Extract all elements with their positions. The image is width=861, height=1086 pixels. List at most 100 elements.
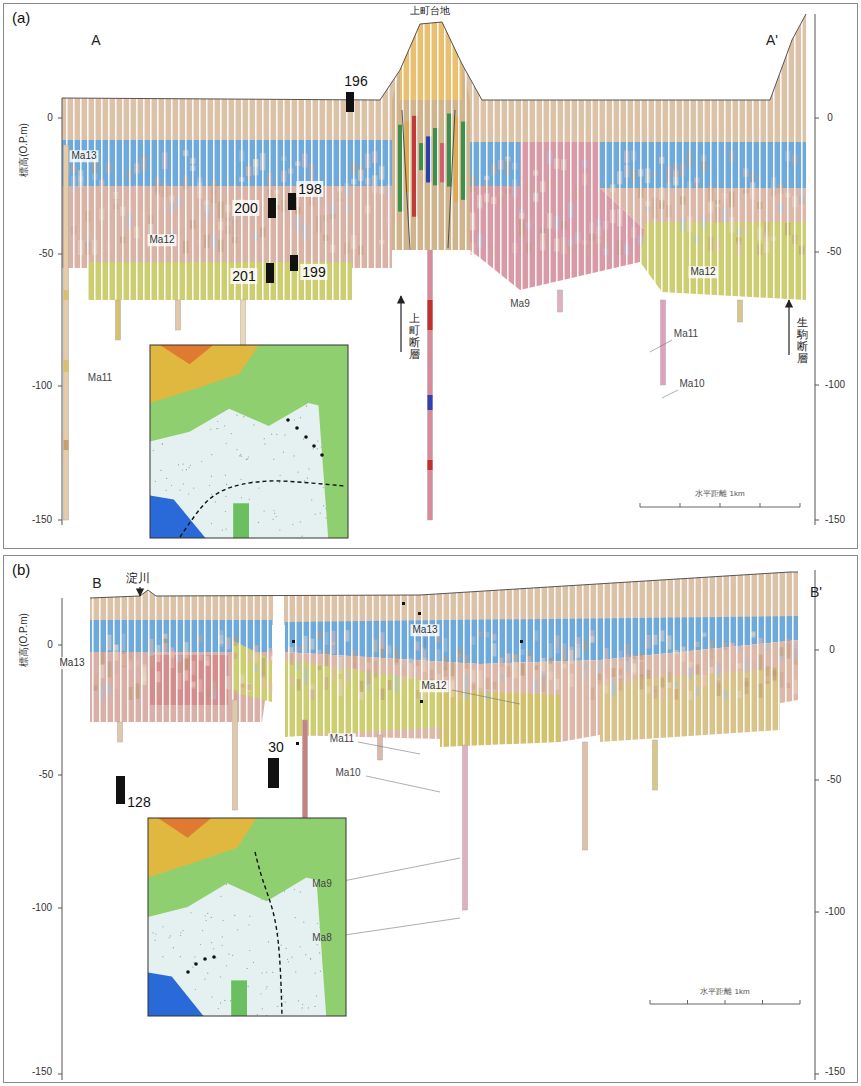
map-dot	[204, 979, 205, 980]
map-dot	[295, 971, 296, 972]
map-dot	[222, 529, 223, 530]
marker-dot	[296, 742, 299, 745]
map-dot	[317, 448, 318, 449]
map-dot	[305, 954, 306, 955]
borehole-gap	[514, 14, 516, 304]
map-dot	[226, 528, 227, 529]
borehole-gap	[155, 566, 157, 751]
figure-panel: (a)	[3, 3, 858, 549]
borehole-gap	[570, 14, 572, 304]
map-dot	[193, 487, 194, 488]
borehole-gap	[253, 566, 255, 751]
map-dot	[272, 519, 273, 520]
map-dot	[317, 944, 318, 945]
borehole-gap	[115, 14, 117, 304]
scale-tick	[650, 1000, 651, 1004]
borehole-gap	[533, 566, 535, 751]
map-dot	[224, 425, 225, 426]
map-dot	[220, 976, 221, 977]
borehole-gap	[577, 14, 579, 304]
borehole-gap	[372, 566, 374, 751]
borehole-gap	[701, 566, 703, 751]
clay-layer-ma13	[470, 142, 520, 186]
borehole-gap	[612, 14, 614, 304]
borehole-gap	[185, 14, 187, 304]
map-dot	[303, 438, 304, 439]
borehole-gap	[311, 14, 313, 304]
map-dot	[300, 417, 301, 418]
borehole-gap	[801, 14, 803, 304]
location-map	[148, 818, 346, 1016]
borehole-gap	[332, 14, 334, 304]
map-dot	[155, 933, 156, 934]
borehole-gap	[409, 14, 411, 304]
borehole-gap	[449, 566, 451, 751]
sample-bar	[268, 198, 276, 218]
borehole-gap	[136, 14, 138, 304]
borehole-gap	[395, 14, 397, 304]
map-dot	[171, 485, 172, 486]
borehole-gap	[500, 14, 502, 304]
borehole-point	[312, 444, 316, 448]
map-dot	[291, 957, 292, 958]
map-dot	[211, 454, 212, 455]
borehole-gap	[260, 566, 262, 751]
borehole-gap	[108, 14, 110, 304]
borehole-gap	[402, 14, 404, 304]
borehole-gap	[556, 14, 558, 304]
map-dot	[302, 1007, 303, 1008]
map-dot	[315, 973, 316, 974]
map-dot	[168, 937, 169, 938]
map-dot	[231, 433, 232, 434]
map-dot	[266, 988, 267, 989]
axis-tick	[58, 254, 62, 255]
map-dot	[192, 966, 193, 967]
section-a	[58, 14, 819, 538]
sample-number: 196	[342, 73, 369, 89]
map-dot	[325, 517, 326, 518]
borehole-point	[320, 453, 324, 457]
map-dot	[279, 529, 280, 530]
map-dot	[162, 956, 163, 957]
marker-dot	[520, 640, 523, 643]
borehole-gap	[773, 14, 775, 304]
map-dot	[222, 920, 223, 921]
borehole-gap	[421, 566, 423, 751]
map-dot	[178, 464, 179, 465]
borehole-gap	[169, 566, 171, 751]
borehole-point	[286, 418, 290, 422]
map-dot	[202, 930, 203, 931]
borehole-gap	[668, 14, 670, 304]
section-end-label: B	[92, 575, 101, 591]
map-dot	[248, 986, 249, 987]
map-dot	[194, 956, 195, 957]
borehole-column	[738, 300, 743, 322]
borehole-gap	[143, 14, 145, 304]
leader-line	[338, 858, 460, 882]
axis-line	[815, 570, 816, 1080]
fault-label: 生駒断層	[797, 316, 808, 364]
borehole-gap	[535, 14, 537, 304]
borehole-gap	[752, 14, 754, 304]
borehole-column	[583, 742, 588, 850]
map-dot	[186, 469, 187, 470]
map-dot	[222, 936, 223, 937]
borehole-gap	[127, 566, 129, 751]
borehole-gap	[386, 566, 388, 751]
borehole-gap	[778, 566, 780, 751]
map-dot	[228, 953, 229, 954]
map-dot	[266, 972, 267, 973]
scale-tick	[800, 1000, 801, 1004]
section-gap	[273, 566, 284, 751]
borehole-band	[428, 300, 433, 330]
map-dot	[303, 922, 304, 923]
borehole-gap	[246, 566, 248, 751]
map-dot	[207, 973, 208, 974]
map-dot	[295, 917, 296, 918]
stratum-label: Ma10	[679, 378, 704, 390]
map-dot	[258, 522, 259, 523]
map-dot	[273, 459, 274, 460]
map-dot	[225, 496, 226, 497]
borehole-gap	[680, 566, 682, 751]
peak-area	[158, 818, 211, 838]
